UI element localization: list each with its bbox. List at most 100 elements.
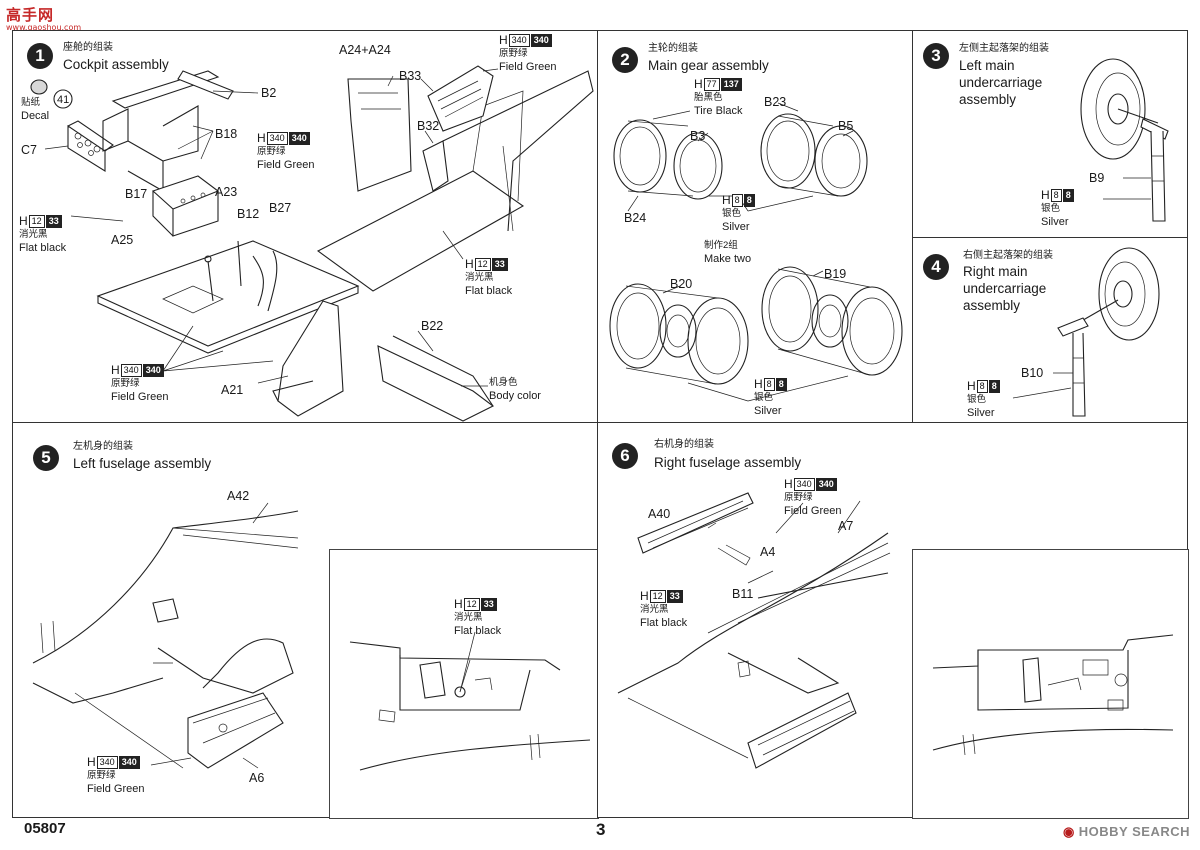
make-two-en: Make two [704,252,752,265]
step-3-title-en-2: undercarriage [959,75,1043,90]
part-B12: B12 [237,207,260,221]
paint-code-black: 33 [45,214,62,228]
paint-code-white: 8 [1050,188,1062,202]
paint-code-black: 8 [988,379,1000,393]
step-1-number: 1 [27,43,53,69]
paint-zh: 原野绿 [257,146,286,157]
part-B27: B27 [269,201,292,215]
paint-h: H [257,131,266,145]
right-gear-drawing [1012,247,1160,417]
hobby-search-logo-icon: ◉ [1062,824,1075,839]
part-A4: A4 [760,545,776,559]
step-1-panel: 1 座舱的组装 Cockpit assembly [12,30,598,423]
paint-code-black: 340 [815,477,837,491]
make-two-zh: 制作2组 [704,240,738,251]
paint-code-black: 340 [118,755,140,769]
paint-h: H [1041,188,1050,202]
part-B10: B10 [1021,366,1044,380]
paint-zh: 银色 [722,208,742,219]
paint-zh: 原野绿 [87,770,116,781]
step-6-panel: 6 右机身的组装 Right fuselage assembly A40 A4 … [597,422,1189,819]
site-logo: 高手网 www.gaoshou.com [6,4,81,36]
paint-code-white: 8 [731,193,743,207]
paint-h: H [784,477,793,491]
paint-code-black: 137 [720,77,742,91]
part-A40: A40 [648,507,671,521]
site-logo-text: 高手网 [6,6,55,24]
paint-code-black: 340 [530,33,552,47]
paint-code-white: 340 [508,33,530,47]
page-number: 3 [596,820,606,839]
paint-code-white: 340 [120,363,142,377]
part-B24: B24 [624,211,647,225]
part-A24-A24: A24+A24 [339,43,391,57]
paint-body-color: 机身色 Body color [489,376,541,402]
step-6-title-en: Right fuselage assembly [654,455,802,470]
paint-zh: 原野绿 [499,48,528,59]
part-B32: B32 [417,119,440,133]
step-4-title-en-3: assembly [963,298,1021,313]
paint-zh: 银色 [754,392,774,403]
paint-code-black: 8 [775,377,787,391]
step-3-title-en-1: Left main [959,58,1015,73]
paint-code-black: 33 [666,589,683,603]
paint-zh: 胎黑色 [694,92,723,103]
part-B18: B18 [215,127,238,141]
step-2-title-en: Main gear assembly [648,58,769,73]
paint-code-black: 33 [491,257,508,271]
paint-h: H [499,33,508,47]
paint-h: H [967,379,976,393]
paint-code-black: 8 [743,193,755,207]
paint-en: Body color [489,389,541,402]
step-6-title-zh: 右机身的组装 [654,439,714,450]
step-4-number: 4 [923,254,949,280]
paint-zh: 原野绿 [111,378,140,389]
step-6-detail-inset [912,549,1189,819]
paint-en: Flat black [640,616,688,629]
decal-number: 41 [57,94,70,106]
step-5-title-zh: 左机身的组装 [73,441,133,452]
paint-en: Field Green [499,60,557,73]
hobby-search-watermark: ◉HOBBY SEARCH [1063,824,1190,840]
paint-code-white: 340 [793,477,815,491]
part-B23: B23 [764,95,787,109]
paint-en: Flat black [454,624,502,637]
paint-code-black: 33 [480,597,497,611]
part-B9: B9 [1089,171,1105,185]
step-2-number: 2 [612,47,638,73]
cockpit-drawing [30,65,594,422]
part-A6: A6 [249,771,265,785]
paint-zh: 机身色 [489,377,518,388]
step-2-title-zh: 主轮的组装 [648,43,698,54]
paint-en: Silver [754,404,782,417]
right-fuselage-drawing [617,492,891,769]
paint-code-black: 8 [1062,188,1074,202]
paint-h: H [87,755,96,769]
paint-en: Silver [967,406,995,419]
part-A7: A7 [838,519,854,533]
paint-code-white: 12 [474,257,491,271]
part-B11: B11 [732,587,754,601]
paint-h: H [465,257,474,271]
step-4-title-en-1: Right main [963,264,1028,279]
part-A25: A25 [111,233,134,247]
paint-h: H [754,377,763,391]
paint-zh: 原野绿 [784,492,813,503]
paint-code-black: 340 [142,363,164,377]
paint-en: Field Green [257,158,315,171]
paint-en: Flat black [465,284,513,297]
paint-en: Field Green [784,504,842,517]
part-A23: A23 [215,185,238,199]
paint-code-white: 340 [266,131,288,145]
part-B5: B5 [838,119,854,133]
paint-h: H [722,193,731,207]
